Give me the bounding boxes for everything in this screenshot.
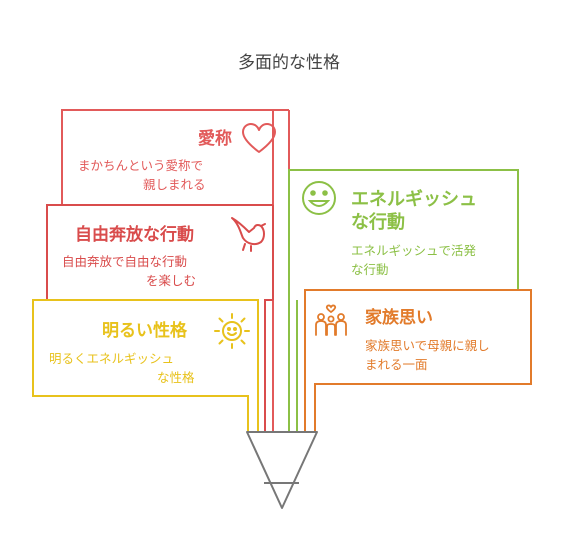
bird-icon <box>231 217 266 252</box>
card-bright-heading: 明るい性格 <box>102 321 187 341</box>
sun-icon <box>214 313 250 349</box>
diagram-title: 多面的な性格 <box>238 53 340 73</box>
card-nickname-heading: 愛称 <box>198 129 232 149</box>
card-freedom-body-2: を楽しむ <box>146 273 197 288</box>
card-freedom-outline <box>46 204 273 432</box>
card-family-body-1: 家族思いで母親に親し <box>365 338 490 353</box>
family-icon <box>315 304 347 336</box>
card-energetic-body-1: エネルギッシュで活発 <box>351 243 477 258</box>
smiley-icon <box>302 181 336 215</box>
heart-icon <box>242 123 276 153</box>
card-nickname-body-1: まかちんという愛称で <box>78 158 204 173</box>
card-energetic-heading-2: な行動 <box>351 212 405 233</box>
card-energetic-heading-1: エネルギッシュ <box>351 189 477 210</box>
card-freedom-heading: 自由奔放な行動 <box>75 225 194 245</box>
card-energetic-body-2: な行動 <box>351 262 389 277</box>
card-family-body-2: まれる一面 <box>365 357 428 372</box>
card-nickname-body-2: 親しまれる <box>143 177 206 192</box>
card-energetic-outline <box>288 169 519 432</box>
card-family-outline <box>304 289 532 432</box>
funnel-tip <box>246 431 318 509</box>
card-freedom-body-1: 自由奔放で自由な行動 <box>62 254 188 269</box>
card-bright-body-2: な性格 <box>157 370 195 385</box>
card-family-heading: 家族思い <box>365 308 433 328</box>
card-bright-body-1: 明るくエネルギッシュ <box>49 351 175 366</box>
